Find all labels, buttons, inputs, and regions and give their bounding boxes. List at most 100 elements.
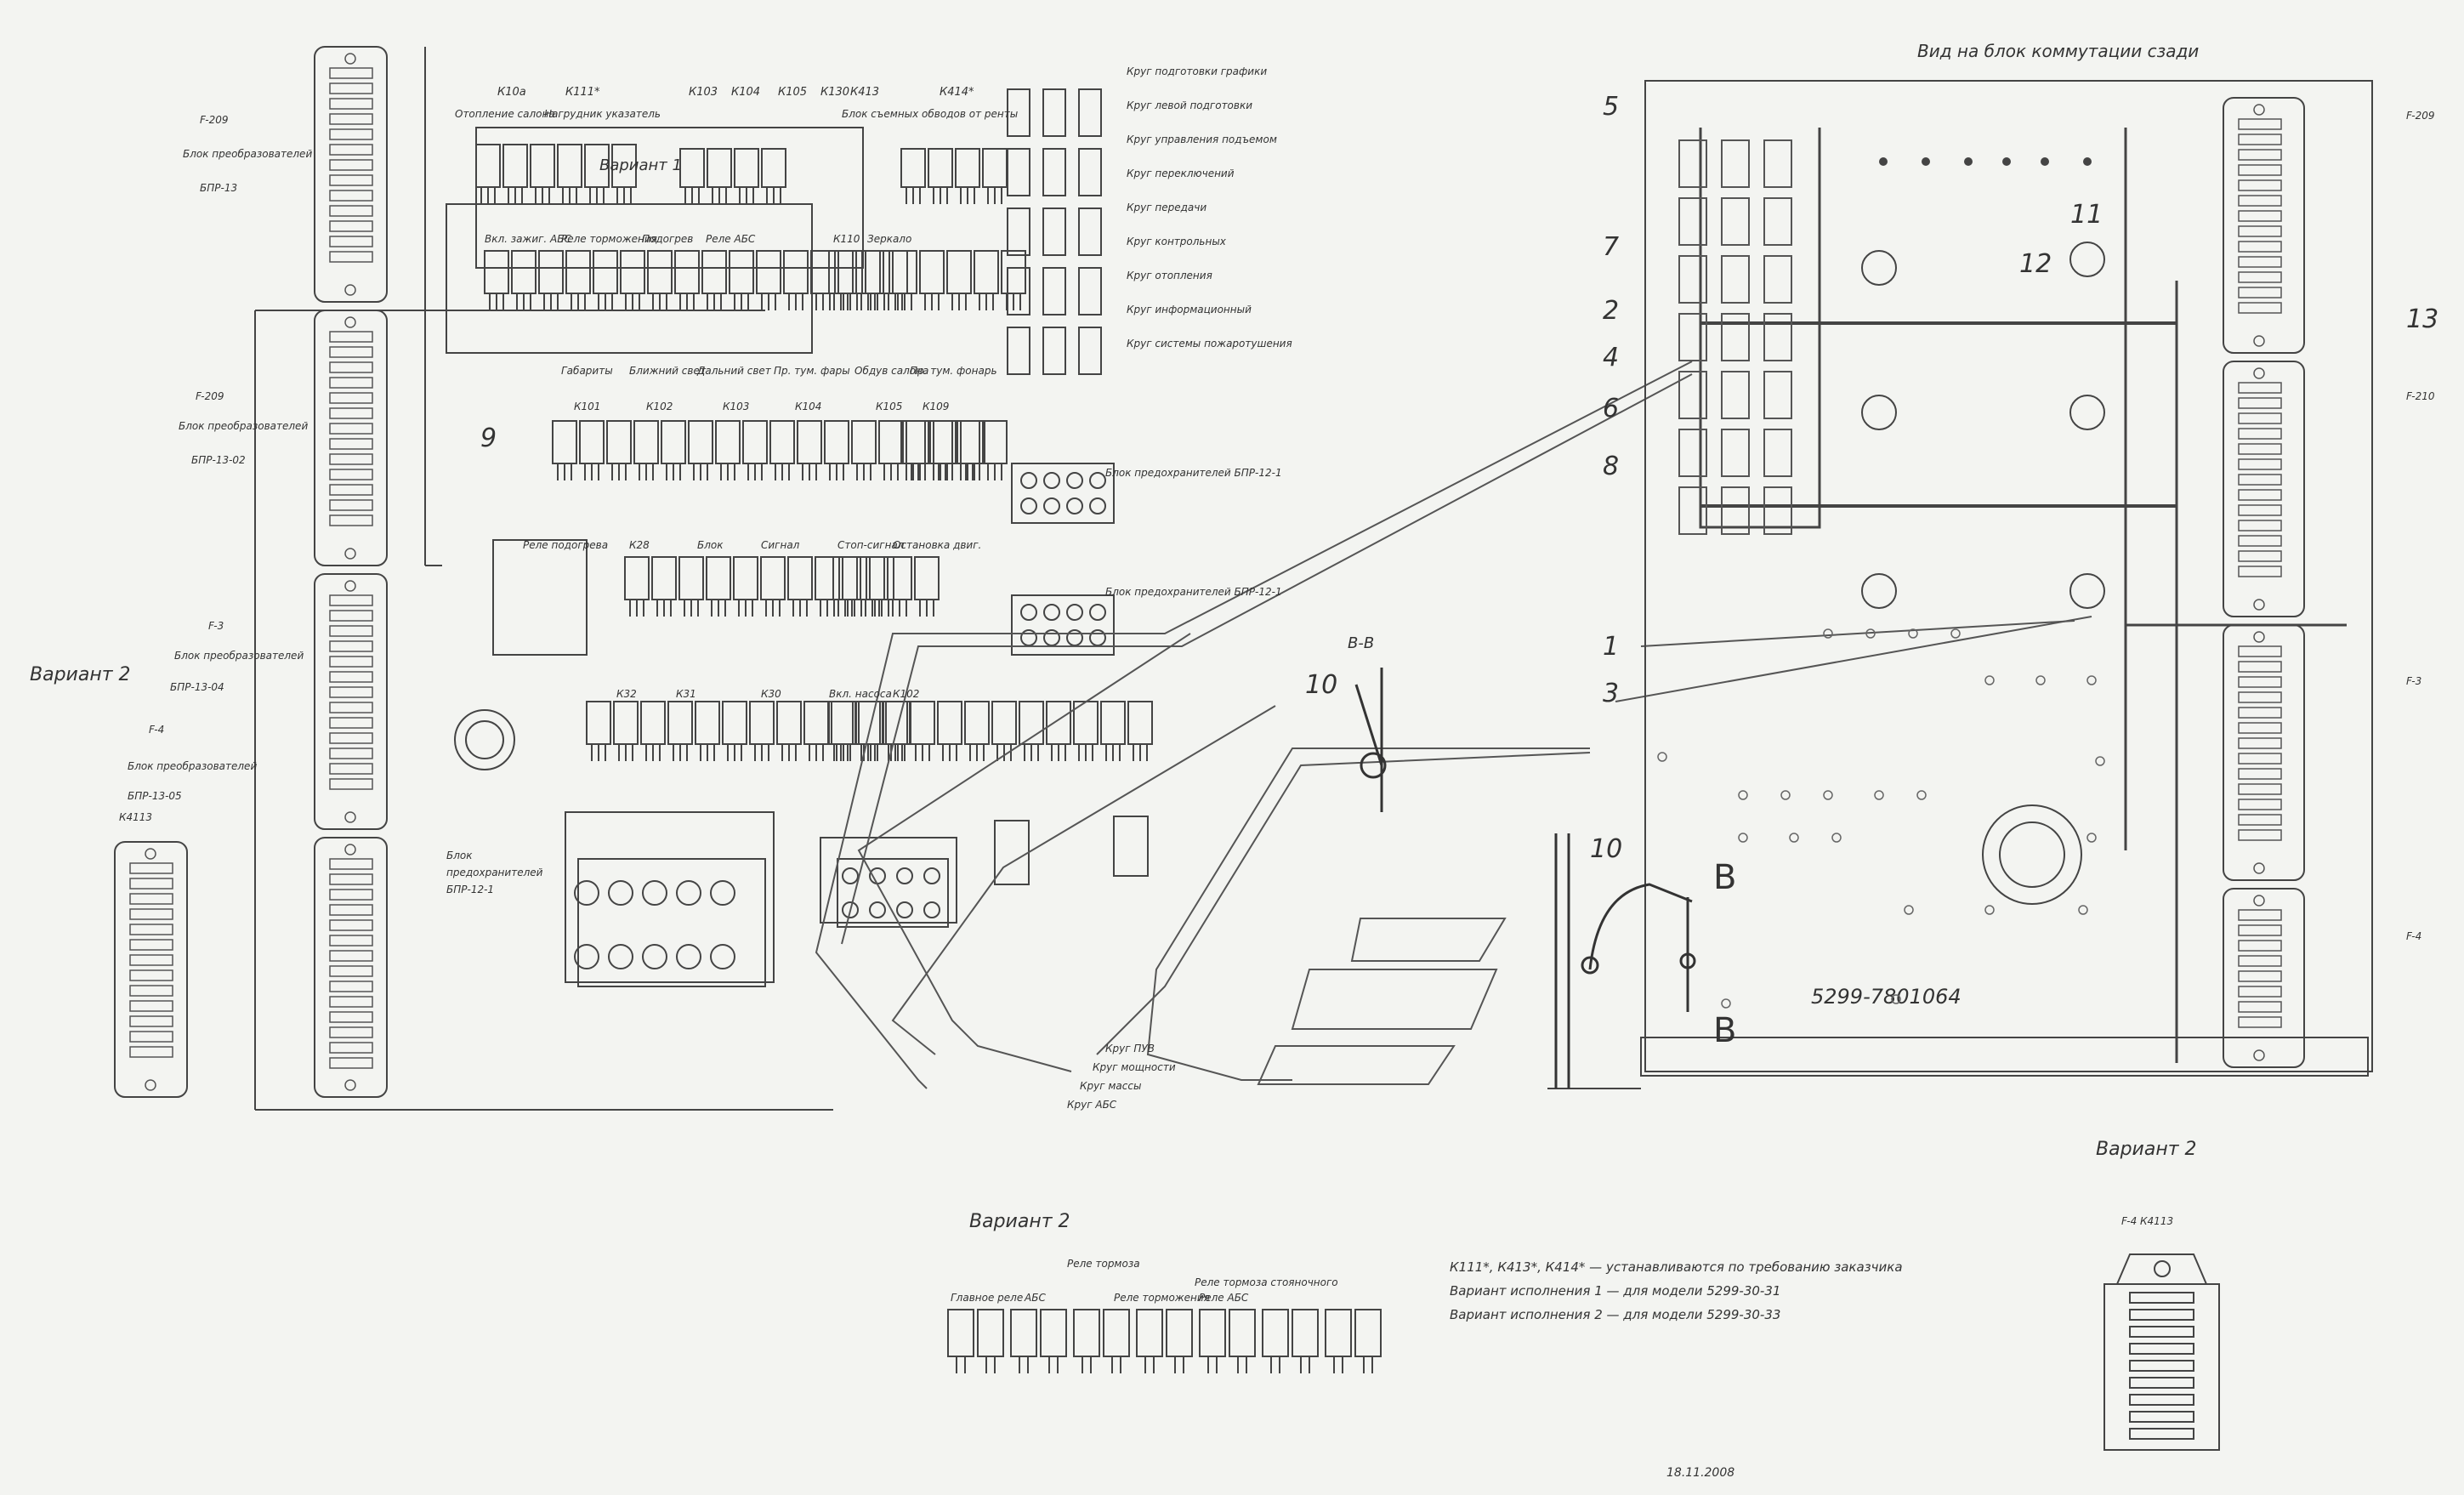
- relay: [502, 144, 528, 188]
- fuse-slot: [329, 625, 373, 637]
- fuse-slot: [329, 128, 373, 140]
- fuse-block-screw: [2253, 104, 2265, 116]
- fuse-slot: [329, 220, 373, 232]
- relay: [651, 556, 677, 600]
- hole: [2095, 756, 2105, 766]
- variant2-rows: [2129, 1292, 2194, 1440]
- terminal: [869, 901, 886, 918]
- relay-label: Реле АБС: [1199, 1292, 1249, 1304]
- relay: [1010, 1309, 1037, 1357]
- fuse-slot: [2238, 225, 2282, 237]
- terminal: [676, 880, 701, 906]
- variant-label-top: Вариант 1: [599, 156, 682, 174]
- relay-ref: К109: [923, 401, 949, 412]
- dot: [2002, 157, 2011, 166]
- fuse-slot: [129, 1015, 173, 1027]
- callout-numbers: 1 2 3 4 5 6 7 8 9 10 10 11 12 13: [480, 92, 2438, 864]
- fuse-slot: [329, 484, 373, 496]
- relay: [974, 250, 999, 294]
- hole: [1721, 998, 1731, 1009]
- relay: [937, 701, 962, 745]
- fuse-slot: [329, 950, 373, 962]
- fuse-slot: [2238, 504, 2282, 516]
- fuse-block-screw: [145, 1079, 156, 1091]
- hole: [1738, 833, 1748, 843]
- panel-relay: [1721, 429, 1750, 477]
- fuse-block-screw: [344, 1079, 356, 1091]
- relay: [982, 420, 1008, 464]
- fuse-slot: [329, 346, 373, 358]
- relay-desc: Блок съемных обводов от ренты: [842, 108, 1018, 120]
- fuse-slot: [329, 919, 373, 931]
- relay: [1046, 701, 1071, 745]
- terminal: [896, 867, 913, 884]
- relay: [1113, 816, 1149, 877]
- fuse-slot: [2238, 924, 2282, 936]
- fuse-slot: [2238, 428, 2282, 440]
- relay-label: Габариты: [561, 365, 613, 377]
- relay: [994, 820, 1030, 885]
- terminal: [1043, 629, 1060, 646]
- fuse-slot: [2238, 691, 2282, 703]
- variant2-relays: [947, 1309, 1382, 1373]
- fuse-slot: [2238, 986, 2282, 998]
- callout-9: 9: [480, 423, 497, 453]
- relay: [679, 148, 705, 188]
- connector: [1078, 207, 1102, 256]
- relay: [783, 250, 809, 294]
- leader-lines: [815, 361, 2092, 1089]
- relay: [674, 250, 700, 294]
- relay: [842, 556, 867, 600]
- hole: [1984, 905, 1995, 915]
- fuse-block-screw: [344, 53, 356, 65]
- relay: [769, 420, 795, 464]
- fuse-block-screw: [344, 284, 356, 296]
- relay: [810, 250, 836, 294]
- panel-relay: [1763, 371, 1792, 419]
- relay: [1354, 1309, 1382, 1357]
- relay: [538, 250, 564, 294]
- fuse-slot: [129, 862, 173, 874]
- relay-label: Дальний свет: [696, 365, 772, 377]
- fuse-block-screw: [2253, 335, 2265, 347]
- hole: [1916, 790, 1927, 800]
- fuse-slot: [2238, 940, 2282, 952]
- fuse-slot: [2238, 783, 2282, 795]
- callout-6: 6: [1603, 394, 1619, 423]
- hole: [1823, 628, 1833, 639]
- relay-label: К32: [616, 688, 637, 700]
- hole: [1908, 628, 1918, 639]
- hole: [1904, 905, 1914, 915]
- relay: [910, 701, 935, 745]
- fuse-slot: [329, 407, 373, 419]
- connector: [1007, 88, 1030, 137]
- relay: [667, 701, 693, 745]
- connector: [1007, 267, 1030, 315]
- hole: [1891, 994, 1901, 1004]
- fuse-slot: [2238, 520, 2282, 531]
- fuse-slot: [329, 686, 373, 698]
- fuse-block-screw: [2253, 1049, 2265, 1061]
- fuse-slot: [329, 190, 373, 202]
- panel-relay: [1678, 313, 1707, 361]
- connector: [1078, 88, 1102, 137]
- relay-label: Остановка двиг.: [893, 539, 981, 551]
- relay: [860, 556, 885, 600]
- block-type: БПР-13-02: [191, 454, 246, 466]
- relay: [955, 148, 980, 188]
- block-type: БПР-13: [200, 182, 237, 194]
- block-ref: F-3: [2406, 675, 2421, 687]
- panel-relay: [1763, 429, 1792, 477]
- panel-relay: [1763, 486, 1792, 535]
- relay: [633, 420, 659, 464]
- relay-label: К110: [833, 233, 860, 245]
- fuse-slot: [329, 778, 373, 790]
- relay: [760, 556, 786, 600]
- callout-5: 5: [1603, 92, 1619, 122]
- relay: [928, 148, 953, 188]
- relay-desc: Нагрудник указатель: [544, 108, 661, 120]
- fuse-slot: [329, 748, 373, 759]
- terminal: [1043, 604, 1060, 621]
- fuse-slot: [129, 1031, 173, 1043]
- variant2-block: [2103, 1253, 2220, 1451]
